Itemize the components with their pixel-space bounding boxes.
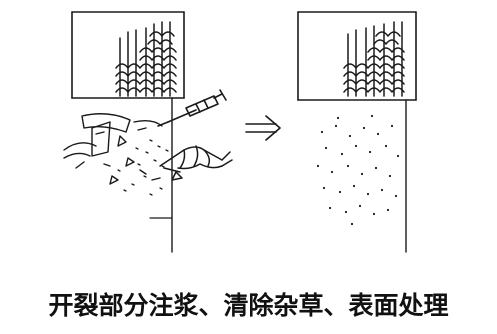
right-wall-outline [297,11,417,253]
surface-dots [316,114,400,226]
right-roof-tiles [343,21,405,97]
hand-with-tool-icon [159,145,233,181]
left-dust-marks [117,139,169,196]
left-roof-tiles [115,21,177,97]
debris-scraps [63,113,163,185]
syringe-icon [157,89,227,127]
double-arrow-right-icon [245,115,281,141]
left-panel [63,11,233,253]
right-panel [297,11,417,253]
left-wall-outline [71,11,185,253]
caption-text: 开裂部分注浆、清除杂草、表面处理 [48,291,449,320]
